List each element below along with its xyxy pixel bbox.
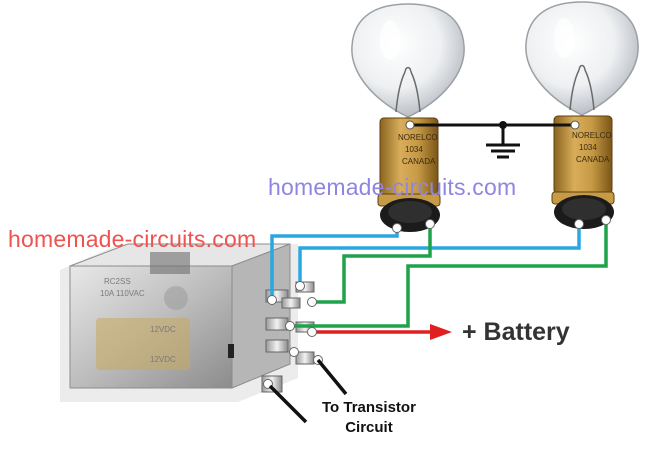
transistor-pointers: [268, 358, 348, 424]
bulb-right-glass: [525, 1, 639, 117]
blue-wires: [270, 224, 581, 300]
relay-pin-3: [281, 297, 301, 309]
green-wires: [293, 222, 608, 328]
node-relay-4: [285, 321, 295, 331]
bulb-left-print-3: CANADA: [402, 157, 436, 166]
pointer-line-2: [268, 384, 308, 424]
watermark-top: homemade-circuits.com: [268, 174, 517, 200]
relay-print-1: RC2SS: [104, 277, 131, 286]
node-relay-5: [307, 327, 317, 337]
ground-node-right: [570, 120, 580, 130]
transistor-label: To Transistor Circuit: [322, 398, 416, 438]
relay-pin-4: [265, 317, 289, 331]
bulb-left: NORELCO 1034 CANADA: [351, 3, 465, 232]
relay-side: [231, 243, 291, 389]
ground-connection: [405, 120, 580, 159]
node-relay-1: [267, 295, 277, 305]
green-wire-right-bulb: [293, 222, 608, 328]
relay-switch-block: [150, 252, 190, 274]
bulb-right-print-1: NORELCO: [572, 131, 612, 140]
bulb-left-filament: [395, 66, 421, 113]
bulb-left-print-2: 1034: [405, 145, 423, 154]
ground-node-left: [405, 120, 415, 130]
node-bulb-left-b: [425, 219, 435, 229]
relay-coil: [96, 318, 190, 370]
node-relay-3: [307, 297, 317, 307]
relay-print-4: 12VDC: [150, 355, 176, 364]
node-relay-2: [295, 281, 305, 291]
node-bulb-left-a: [392, 223, 402, 233]
bulb-right-filament: [569, 64, 595, 111]
bulb-right-highlight: [554, 18, 574, 58]
bulb-left-glass: [351, 3, 465, 119]
transistor-label-line-1: To Transistor: [322, 399, 416, 416]
battery-wire: [312, 324, 452, 340]
bulb-right: NORELCO 1034 CANADA: [525, 1, 639, 229]
bulb-right-print-2: 1034: [579, 143, 597, 152]
bulb-left-print-1: NORELCO: [398, 133, 438, 142]
pointer-line-1: [316, 358, 348, 396]
node-bulb-right-a: [574, 219, 584, 229]
transistor-label-line-2: Circuit: [345, 419, 393, 436]
relay-ce-mark: [164, 286, 188, 310]
node-relay-6: [289, 347, 299, 357]
relay-pin-6: [265, 339, 289, 353]
connection-nodes: [263, 215, 611, 389]
relay-print-3: 12VDC: [150, 325, 176, 334]
relay-print-2: 10A 110VAC: [100, 289, 145, 298]
relay-led: [228, 344, 234, 358]
red-wire-arrowhead: [430, 324, 452, 340]
blue-wire-right-bulb: [298, 224, 581, 286]
bulb-left-highlight: [380, 20, 400, 60]
node-bulb-right-b: [601, 215, 611, 225]
green-wire-left-bulb: [314, 224, 432, 304]
battery-label: + Battery: [462, 318, 570, 346]
watermark-left: homemade-circuits.com: [8, 226, 257, 252]
bulb-right-print-3: CANADA: [576, 155, 610, 164]
relay-pin-7: [295, 351, 315, 365]
